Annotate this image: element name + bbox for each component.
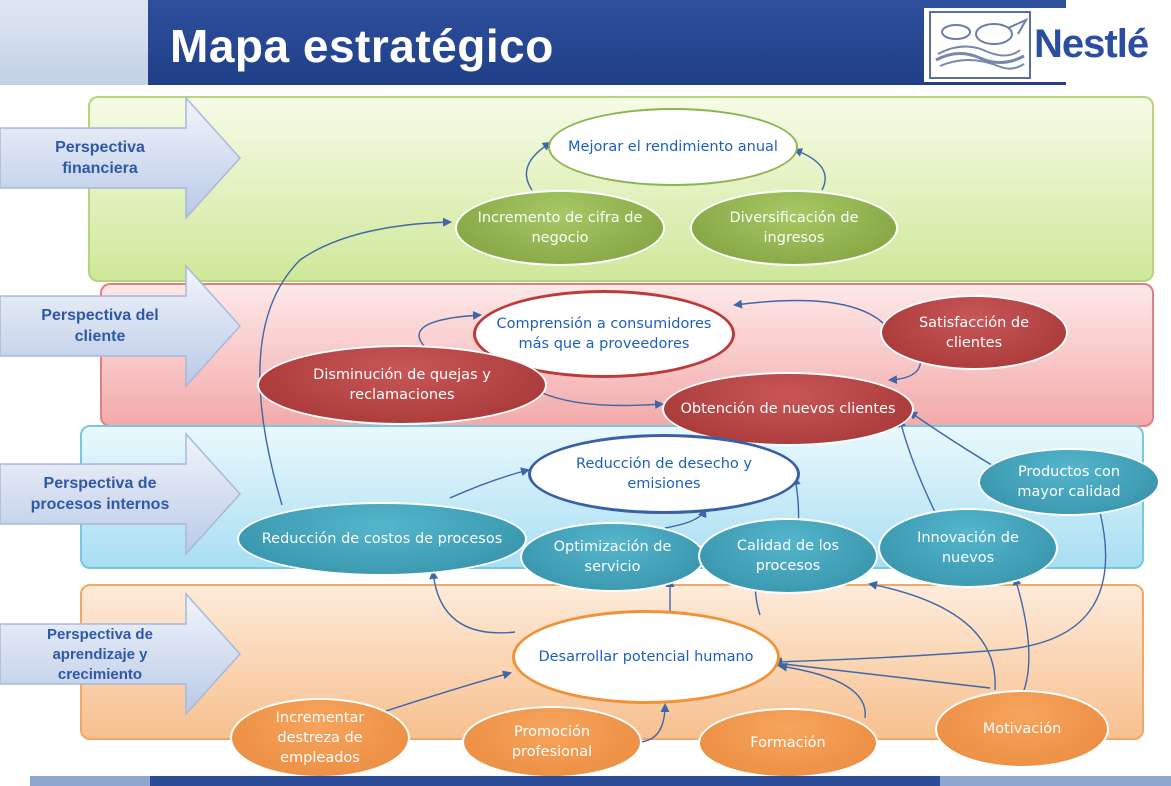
- node-motivacion: Motivación: [935, 690, 1109, 768]
- node-reduccion-desecho: Reducción de desecho y emisiones: [528, 434, 800, 514]
- node-satisfaccion: Satisfacción de clientes: [880, 295, 1068, 370]
- arrow-financial-icon: [0, 96, 242, 220]
- node-promocion: Promoción profesional: [462, 706, 642, 778]
- footer-left-stripe: [30, 776, 150, 786]
- node-incremento-cifra: Incremento de cifra de negocio: [455, 190, 665, 266]
- node-diversificacion: Diversificación de ingresos: [690, 190, 898, 266]
- node-desarrollar: Desarrollar potencial humano: [512, 610, 780, 704]
- header-bar: [148, 0, 1066, 85]
- node-disminucion-quejas: Disminución de quejas y reclamaciones: [257, 345, 547, 425]
- node-productos-calidad: Productos con mayor calidad: [978, 448, 1160, 516]
- header-left-panel: [0, 0, 148, 85]
- arrow-process-icon: [0, 432, 242, 556]
- logo-wordmark: Nestlé: [1034, 22, 1149, 66]
- nest-birds-icon: [929, 11, 1031, 79]
- node-innovacion: Innovación de nuevos: [878, 508, 1058, 588]
- perspective-financiera-label: Perspectiva financiera: [55, 139, 145, 177]
- footer-bar: [150, 776, 940, 786]
- perspective-cliente-label: Perspectiva del cliente: [41, 307, 159, 345]
- node-incrementar-destreza: Incrementar destreza de empleados: [230, 698, 410, 778]
- footer-right-stripe: [940, 776, 1171, 786]
- perspective-procesos-label: Perspectiva de procesos internos: [30, 475, 170, 513]
- node-obtencion-clientes: Obtención de nuevos clientes: [662, 372, 914, 446]
- node-optimizacion: Optimización de servicio: [520, 522, 705, 592]
- node-calidad-procesos: Calidad de los procesos: [698, 518, 878, 594]
- perspective-aprendizaje-label: Perspectiva de aprendizaje y crecimiento: [47, 626, 153, 683]
- page-title: Mapa estratégico: [170, 20, 554, 72]
- perspective-arrows: [0, 96, 242, 716]
- node-mejorar-rendimiento: Mejorar el rendimiento anual: [548, 108, 798, 186]
- arrow-learning-icon: [0, 592, 242, 716]
- node-formacion: Formación: [698, 708, 878, 778]
- arrow-client-icon: [0, 264, 242, 388]
- node-reduccion-costos: Reducción de costos de procesos: [237, 502, 527, 576]
